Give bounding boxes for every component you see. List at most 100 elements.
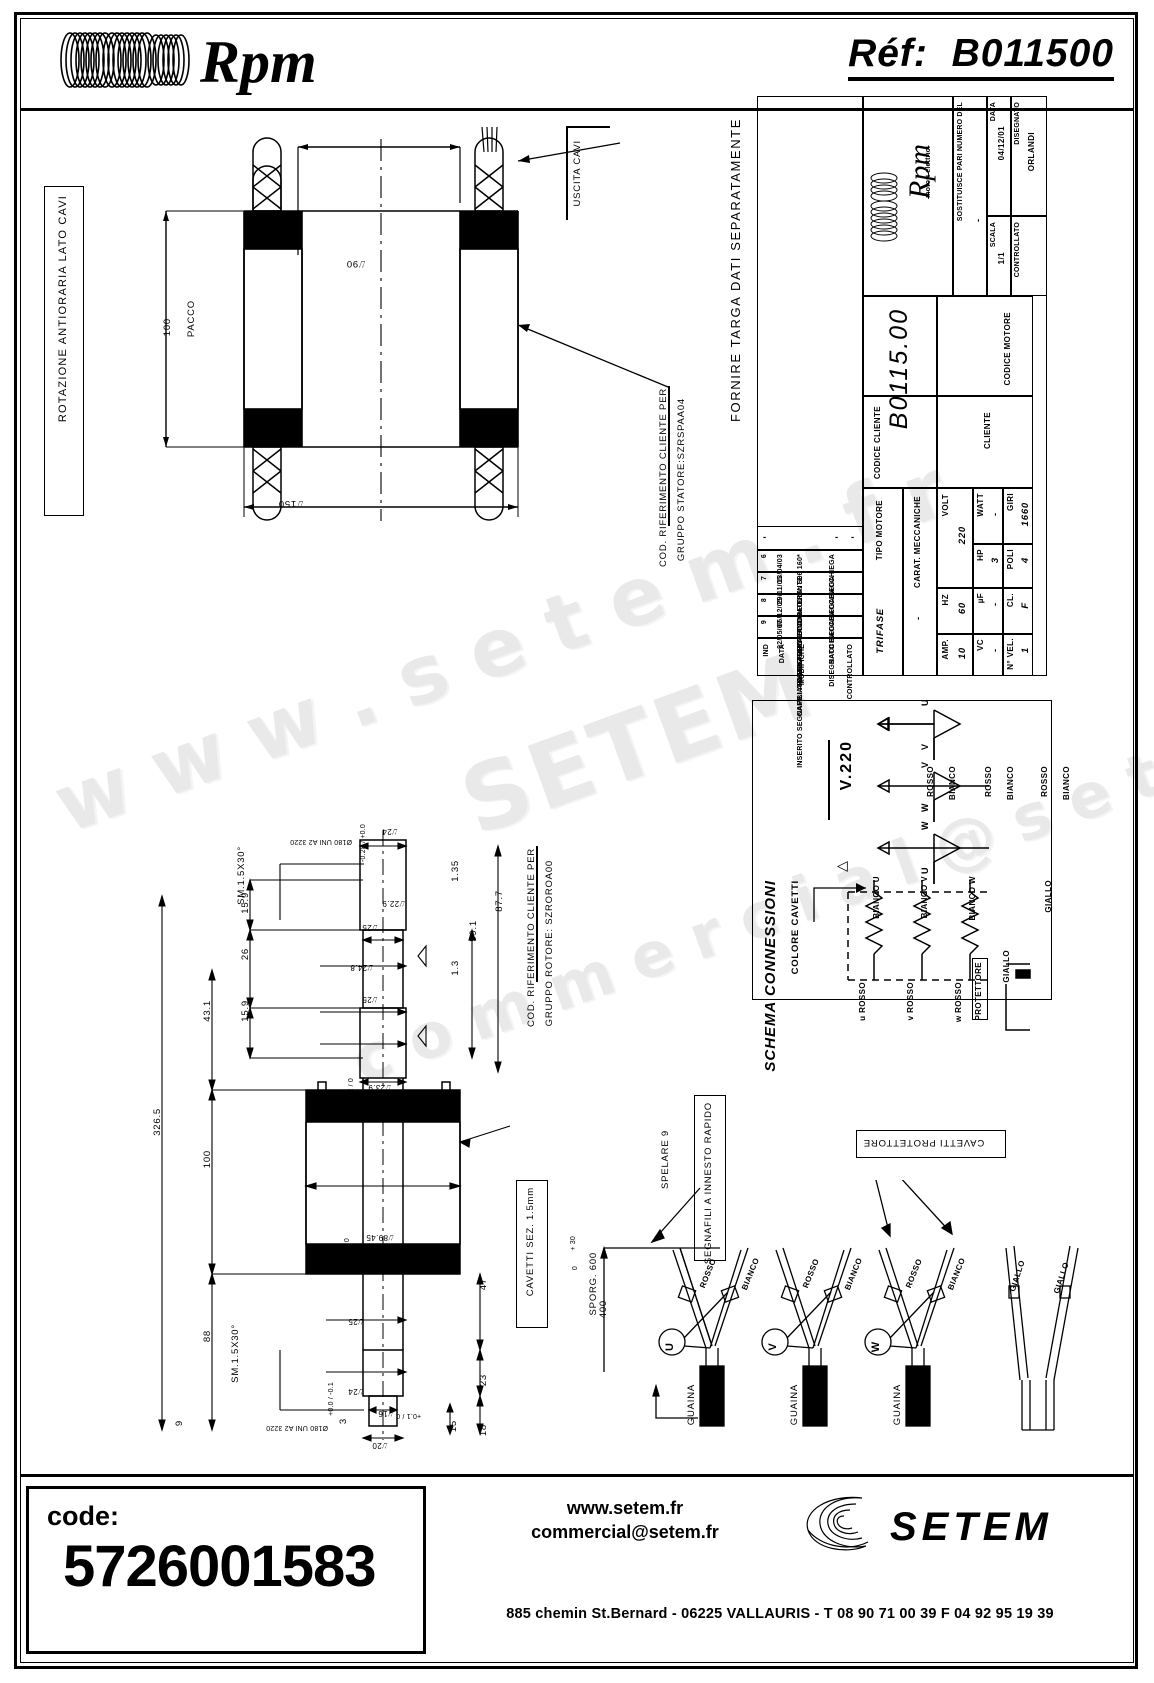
rotor-ref-line1: COD. RIFERIMENTO CLIENTE PER bbox=[526, 848, 537, 1027]
amp-value: 10 bbox=[957, 647, 968, 660]
dia-24-8: ⌰24.8 bbox=[350, 963, 373, 972]
sostituisce-label: SOSTITUISCE PARI NUMERO DEL bbox=[957, 102, 964, 222]
dim-43-1: 43.1 bbox=[202, 1000, 213, 1022]
rotation-note-box: ROTAZIONE ANTIORARIA LATO CAVI bbox=[44, 186, 84, 516]
rotor-ref-line2: GRUPPO ROTORE: SZROROA00 bbox=[544, 860, 555, 1027]
dia-20: ⌰20 bbox=[372, 1441, 388, 1450]
cable-w-guaina: GUAINA bbox=[892, 1384, 903, 1426]
controllato-cell bbox=[1011, 216, 1047, 296]
dim-outer-150: ⌰150 bbox=[278, 498, 304, 509]
nvel-label: N° VEL. bbox=[1006, 638, 1015, 670]
cliente-label: CLIENTE bbox=[983, 412, 992, 450]
svg-text:V: V bbox=[920, 762, 930, 768]
rev-row-blank bbox=[757, 526, 863, 550]
titleblock-brand-sub: motori elettrici bbox=[925, 146, 932, 198]
carat-cell bbox=[903, 488, 937, 676]
surf-note-top: Ø180 UNI A2 3220 bbox=[290, 838, 352, 845]
dia-25-b: ⌰25 bbox=[362, 995, 378, 1004]
code-label: code: bbox=[47, 1501, 120, 1531]
winding-u-label: BIANCO U bbox=[872, 876, 881, 919]
cl-value: F bbox=[1020, 602, 1031, 609]
tipo-motore-value: TRIFASE bbox=[875, 608, 886, 654]
tipo-motore-label: TIPO MOTORE bbox=[875, 500, 884, 561]
winding-w-label: BIANCO W bbox=[968, 876, 977, 921]
stator-ref-line2: GRUPPO STATORE:SZRSPAA04 bbox=[676, 398, 687, 562]
watt-cell bbox=[973, 488, 1003, 544]
cl-cell bbox=[1003, 588, 1033, 634]
delta-v-rosso: ROSSO bbox=[984, 766, 993, 797]
targa-note: FORNIRE TARGA DATI SEPARATAMENTE bbox=[728, 118, 743, 423]
svg-text:V: V bbox=[767, 1343, 779, 1351]
dia-24-bot-tol: +0.0 / -0.1 bbox=[328, 1382, 335, 1416]
scala-cell bbox=[987, 216, 1011, 296]
dim-23: 23 bbox=[478, 1374, 489, 1387]
code-box: code: 5726001583 bbox=[26, 1486, 426, 1654]
winding-diagram bbox=[847, 880, 1031, 1031]
winding-u-in: u ROSSO bbox=[858, 982, 867, 1021]
footer-website[interactable]: www.setem.fr bbox=[566, 1498, 684, 1518]
dim-100-pack: 100 bbox=[202, 1150, 213, 1169]
schema-giallo-left: GIALLO bbox=[1002, 950, 1011, 983]
ref-label: Réf: bbox=[848, 32, 928, 75]
watt-label: WATT bbox=[976, 493, 985, 517]
stator-ref-leader bbox=[668, 386, 670, 526]
watt-value: - bbox=[990, 512, 1001, 516]
cable-u-guaina: GUAINA bbox=[686, 1384, 697, 1426]
winding-v-label: BIANCO V bbox=[920, 876, 929, 919]
hp-label: HP bbox=[976, 549, 985, 561]
dim-87-7: 87.7 bbox=[494, 890, 505, 912]
data-value: 04/12/01 bbox=[997, 126, 1006, 161]
setem-logo: SETEM bbox=[800, 1492, 1100, 1558]
cable-v-guaina: GUAINA bbox=[789, 1384, 800, 1426]
drawing-frame bbox=[14, 12, 1138, 1669]
footer-divider bbox=[20, 1474, 1134, 1477]
dim-326-5: 326.5 bbox=[152, 1108, 163, 1136]
dim-26: 26 bbox=[240, 948, 251, 961]
pacco-label: PACCO bbox=[186, 300, 197, 338]
delta-u-bianco: BIANCO bbox=[948, 766, 957, 800]
dim-47: 47 bbox=[478, 1278, 489, 1291]
dim-3: 3 bbox=[338, 1418, 349, 1425]
codice-motore-value: B0115.00 bbox=[885, 308, 913, 430]
nvel-cell bbox=[1003, 634, 1033, 676]
svg-text:W: W bbox=[870, 1341, 882, 1352]
dim-15: 15 bbox=[448, 1420, 459, 1433]
schema-voltage-underline bbox=[828, 740, 830, 820]
dia-24-top: ⌰24 bbox=[382, 827, 398, 836]
controllato-label: CONTROLLATO bbox=[1014, 222, 1021, 278]
scala-label: SCALA bbox=[990, 222, 997, 248]
svg-text:U: U bbox=[920, 868, 930, 875]
schema-giallo-right: GIALLO bbox=[1044, 880, 1053, 913]
dia-24-top-tol: -0.28 / +0.0 bbox=[360, 824, 367, 863]
codice-motore-cell bbox=[937, 296, 1033, 396]
rev-head-ind: IND bbox=[763, 644, 770, 657]
vc-label: VC bbox=[976, 639, 985, 651]
footer-email[interactable]: commercial@setem.fr bbox=[531, 1522, 719, 1543]
hp-value: 3 bbox=[990, 557, 1001, 564]
svg-text:U: U bbox=[920, 700, 930, 706]
delta-v-bianco: BIANCO bbox=[1006, 766, 1015, 800]
rpm-logo: Rpm bbox=[40, 26, 370, 96]
rev-6-ind: 6 bbox=[761, 554, 768, 559]
titleblock-brand-cell bbox=[863, 96, 953, 296]
rev-row-8 bbox=[757, 594, 863, 616]
winding-w-in: w ROSSO bbox=[954, 982, 963, 1023]
data-cell bbox=[987, 96, 1011, 216]
volt-cell bbox=[937, 488, 973, 588]
dia-22-9: ⌰22.9 bbox=[382, 899, 405, 908]
dia-24-bot: ⌰24 bbox=[348, 1387, 364, 1396]
delta-w-rosso: ROSSO bbox=[1040, 766, 1049, 797]
scala-value: 1/1 bbox=[997, 252, 1006, 265]
carat-value: - bbox=[913, 616, 924, 620]
codice-motore-value-cell bbox=[863, 296, 937, 396]
cavetti-sez-label: CAVETTI SEZ. 1.5mm bbox=[525, 1187, 536, 1297]
stator-cross-section bbox=[150, 125, 710, 525]
poli-value: 4 bbox=[1020, 557, 1031, 564]
schema-voltage: V.220 bbox=[838, 740, 855, 791]
giri-cell bbox=[1003, 488, 1033, 544]
rev-6-data: 13/04/03 bbox=[777, 554, 784, 583]
poli-label: POLI bbox=[1006, 549, 1015, 570]
dia-23-9: ⌰23.9 bbox=[368, 1083, 391, 1092]
delta-w-bianco: BIANCO bbox=[1062, 766, 1071, 800]
svg-text:V: V bbox=[920, 744, 930, 750]
